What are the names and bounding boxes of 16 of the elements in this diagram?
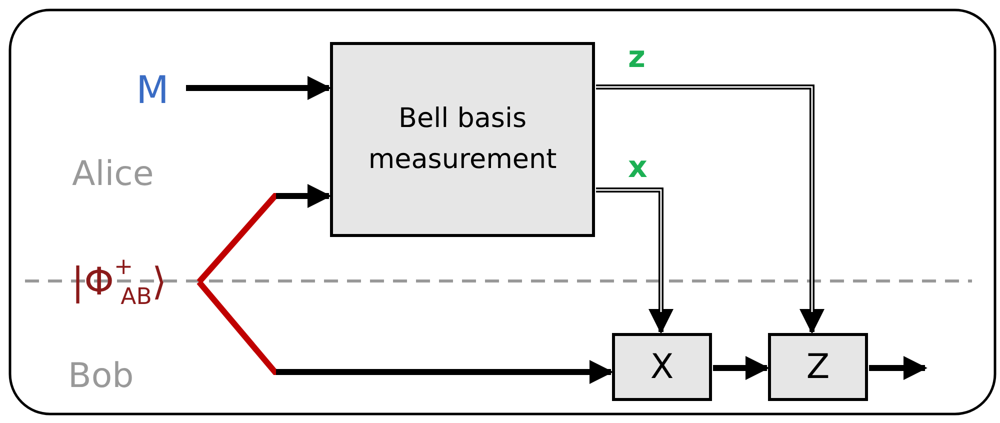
gate-box: X — [612, 333, 712, 401]
arrow — [186, 76, 332, 100]
arrow — [869, 356, 928, 380]
party-label: Alice — [72, 154, 154, 194]
arrow — [713, 356, 770, 380]
double-arrow — [596, 84, 824, 334]
edge-label: z — [628, 40, 646, 75]
arrow — [196, 184, 332, 284]
arrow — [196, 280, 614, 384]
edge-label: x — [628, 150, 648, 185]
process-box: Bell basis measurement — [330, 42, 595, 237]
gate-box: Z — [768, 333, 868, 401]
state-label: |Φ$^{+}$$_{AB}$⟩ — [71, 254, 167, 310]
party-label: Bob — [68, 356, 134, 396]
input-label: M — [136, 68, 169, 112]
double-arrow — [596, 188, 674, 334]
